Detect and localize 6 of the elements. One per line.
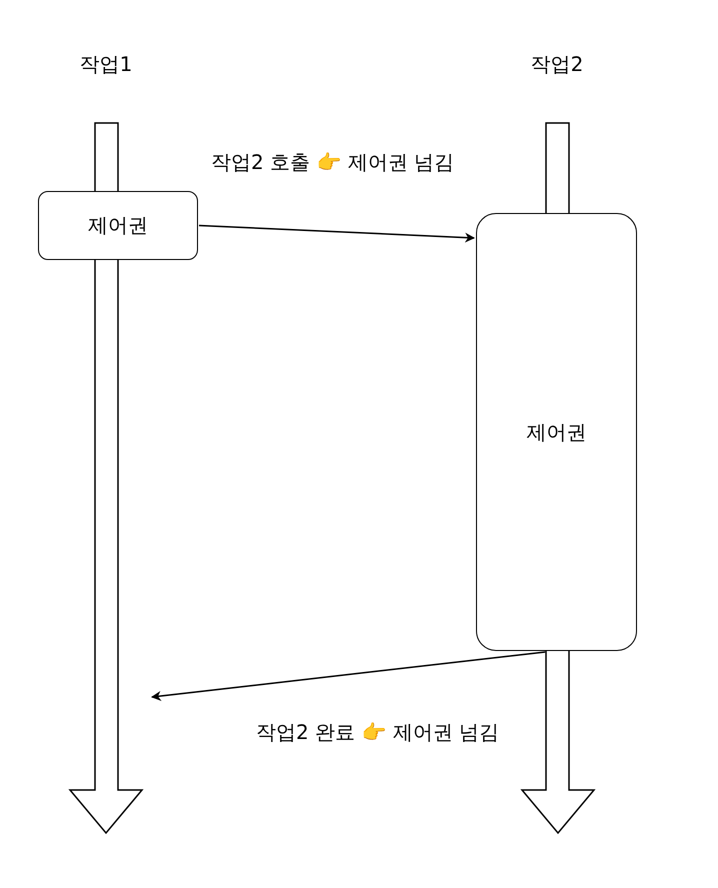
arrow [151,651,546,701]
control-box: 제어권 [476,213,637,651]
lane-title: 작업1 [78,51,134,78]
control-box: 제어권 [38,191,198,260]
arrow [198,224,475,243]
lane-title: 작업2 [530,51,584,78]
